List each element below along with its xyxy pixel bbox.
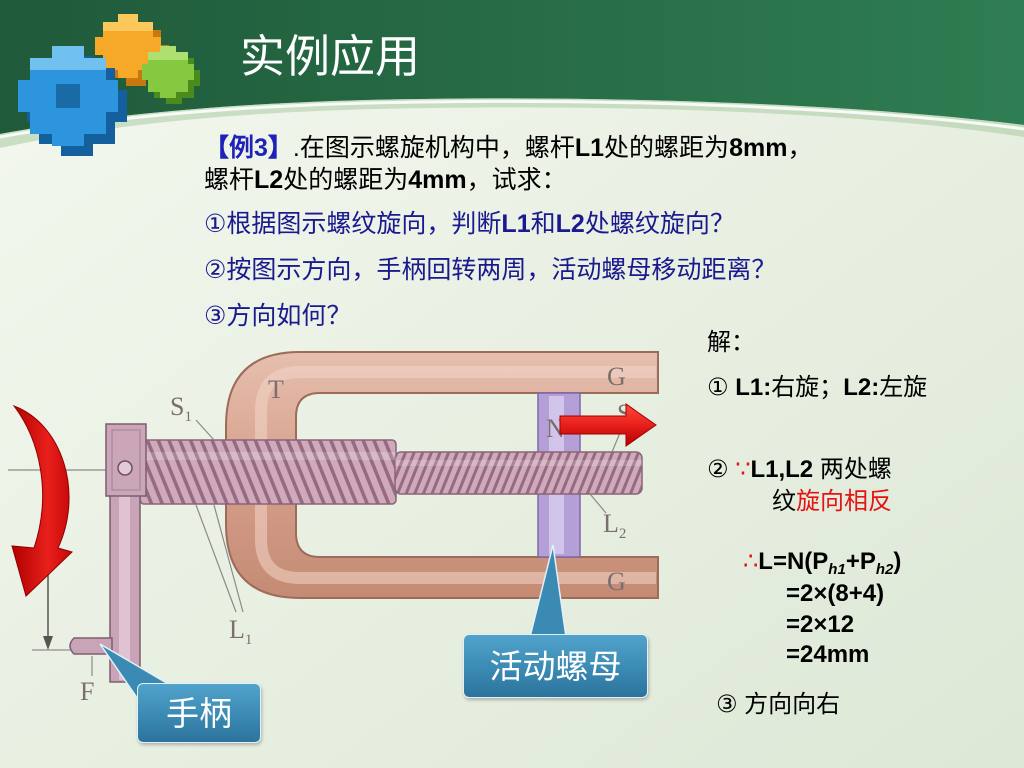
calc-line-1: =2×(8+4) — [786, 580, 885, 607]
step-term: L1: — [735, 374, 772, 401]
label-l2: L2 — [603, 509, 626, 542]
label-l1: L1 — [229, 615, 252, 648]
question-1: ①根据图示螺纹旋向，判断L1和L2处螺纹旋向？ — [204, 208, 735, 240]
label-g-bottom: G — [607, 567, 626, 596]
problem-text: 处的螺距为 — [604, 134, 730, 162]
problem-value: 8mm — [729, 134, 788, 162]
question-text: 和 — [530, 210, 556, 238]
rotation-arrow-icon — [11, 404, 73, 597]
step-text: 左旋 — [879, 374, 928, 401]
label-g-top: G — [607, 362, 626, 391]
problem-line-1: 【例3】.在图示螺旋机构中，螺杆L1处的螺距为8mm， — [204, 132, 812, 164]
question-text: 处螺纹旋向？ — [584, 210, 735, 238]
calc-line-2: =2×12 — [786, 611, 855, 638]
formula-line: ∴L=N(Ph1+Ph2) — [743, 546, 901, 586]
problem-value: 4mm — [408, 166, 467, 194]
label-f: F — [80, 677, 94, 706]
question-3: ③方向如何？ — [204, 302, 352, 330]
problem-text: 处的螺距为 — [283, 166, 409, 194]
question-2: ②按图示方向，手柄回转两周，活动螺母移动距离？ — [204, 256, 777, 284]
problem-term: L2 — [254, 166, 284, 194]
example-label: 【例3】 — [204, 134, 293, 162]
solution-step-2: ② ∵L1,L2 两处螺 — [707, 454, 892, 486]
screw-section-l2 — [394, 451, 643, 495]
diagram-labels: S1 T G N S L2 G L1 F — [80, 362, 631, 706]
puzzle-cube-icon — [18, 14, 200, 156]
label-s1: S1 — [170, 392, 192, 425]
step-term: L1,L2 — [750, 456, 814, 483]
because-symbol: ∵ — [735, 456, 751, 483]
therefore-symbol: ∴ — [743, 548, 759, 575]
solution-step-1: ① L1:右旋；L2:左旋 — [707, 372, 927, 404]
screw-rod — [139, 439, 643, 505]
problem-text: 螺杆 — [204, 166, 255, 194]
solution-step-3: ③ 方向向右 — [716, 691, 841, 718]
green-puzzle-piece — [142, 46, 200, 104]
calc-result: =24mm — [786, 641, 870, 668]
right-arrow-icon — [559, 403, 657, 447]
blue-puzzle-piece — [18, 46, 127, 156]
problem-term: L1 — [574, 134, 605, 162]
problem-text: ， — [787, 134, 813, 162]
step-highlight: 旋向相反 — [796, 488, 892, 515]
nut-callout: 活动螺母 — [463, 634, 648, 698]
formula-text: +P — [845, 548, 876, 575]
step-text: 两处螺 — [813, 456, 892, 483]
screw-section-l1 — [139, 439, 397, 505]
formula-text: ) — [893, 548, 902, 575]
solution-step-2-continued: 纹旋向相反 — [772, 486, 892, 518]
problem-line-2: 螺杆L2处的螺距为4mm，试求： — [204, 164, 567, 196]
step-number: ② — [707, 456, 736, 483]
formula-subscript: h1 — [828, 561, 846, 578]
question-term: L2 — [555, 210, 585, 238]
slide-title: 实例应用 — [240, 31, 421, 82]
question-text: ①根据图示螺纹旋向，判断 — [204, 210, 502, 238]
label-t: T — [268, 375, 284, 404]
header-band — [0, 0, 1024, 134]
question-term: L1 — [501, 210, 531, 238]
problem-text: ，试求： — [466, 166, 567, 194]
step-text: 右旋； — [771, 374, 844, 401]
handle-grip — [69, 637, 113, 655]
step-text: 纹 — [772, 488, 796, 515]
step-number: ① — [707, 374, 736, 401]
problem-text: .在图示螺旋机构中，螺杆 — [292, 134, 575, 162]
formula-subscript: h2 — [875, 561, 894, 578]
handle-callout: 手柄 — [137, 683, 261, 743]
step-term: L2: — [843, 374, 880, 401]
formula-text: L=N(P — [758, 548, 829, 575]
solution-heading: 解： — [707, 329, 755, 356]
